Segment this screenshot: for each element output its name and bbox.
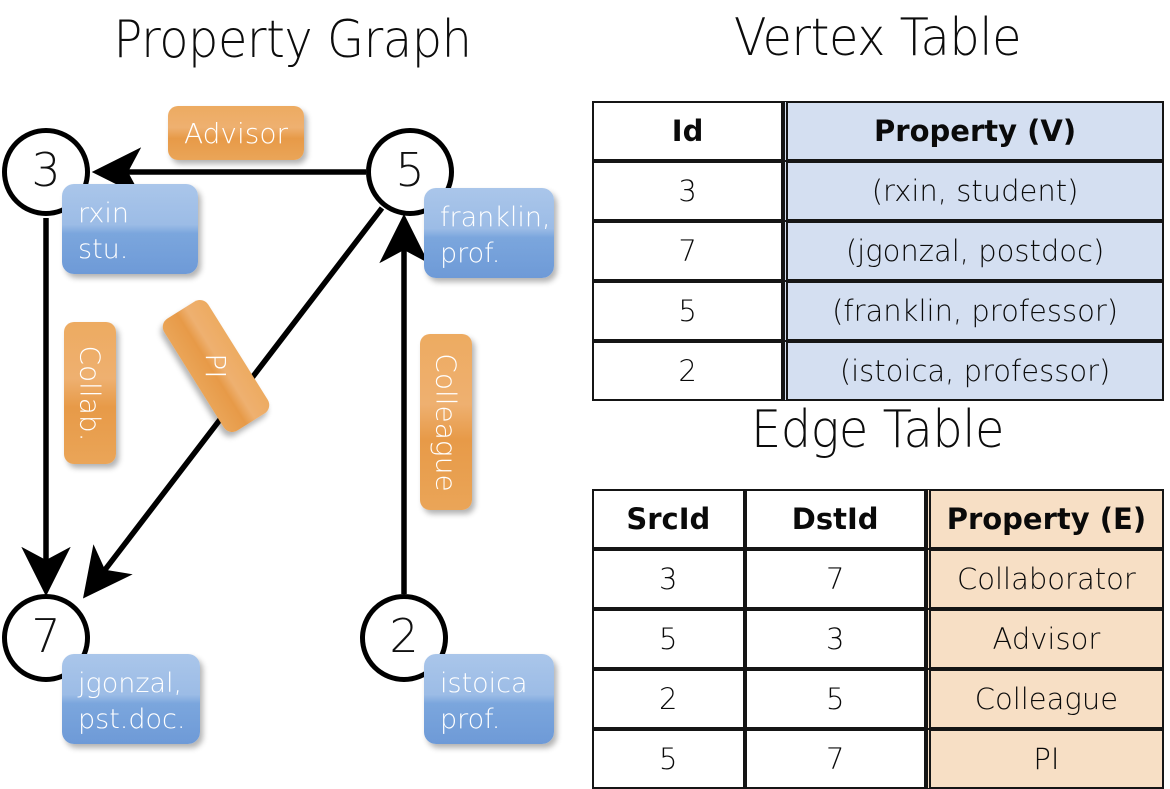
graph-node-7-label: 7 [31, 609, 61, 663]
edge-cell-srcid: 5 [592, 729, 745, 789]
edge-table-header-row: SrcId DstId Property (E) [592, 489, 1164, 549]
vertex-cell-property: (istoica, professor) [783, 341, 1164, 401]
table-row[interactable]: 3 (rxin, student) [592, 161, 1164, 221]
vertex-cell-property: (jgonzal, postdoc) [783, 221, 1164, 281]
edge-cell-srcid: 5 [592, 609, 745, 669]
graph-node-3-label: 3 [31, 143, 61, 197]
edge-cell-dstid: 7 [744, 729, 926, 789]
vertex-cell-id: 3 [592, 161, 784, 221]
table-row[interactable]: 5 3 Advisor [592, 609, 1164, 669]
edge-property-label-pi: PI [199, 353, 233, 379]
vertex-property-callout-jgonzal[interactable]: jgonzal, pst.doc. [62, 654, 200, 744]
vertex-property-callout-rxin[interactable]: rxin stu. [62, 184, 198, 274]
table-row[interactable]: 3 7 Collaborator [592, 549, 1164, 609]
table-row[interactable]: 5 (franklin, professor) [592, 281, 1164, 341]
vertex-property-callout-istoica[interactable]: istoica prof. [424, 654, 554, 744]
graph-node-5[interactable]: 5 [366, 128, 454, 216]
graph-node-5-label: 5 [395, 143, 425, 197]
edge-cell-dstid: 3 [744, 609, 926, 669]
edge-property-callout-colleague[interactable]: Colleague [420, 334, 472, 510]
edge-table: SrcId DstId Property (E) 3 7 Collaborato… [592, 489, 1164, 789]
vertex-cell-id: 7 [592, 221, 784, 281]
edge-cell-property: Collaborator [925, 549, 1164, 609]
edge-property-label-collab: Collab. [73, 344, 107, 442]
graph-node-2[interactable]: 2 [360, 594, 448, 682]
edge-property-label-colleague: Colleague [429, 352, 463, 492]
edge-cell-property: Advisor [925, 609, 1164, 669]
table-row[interactable]: 2 (istoica, professor) [592, 341, 1164, 401]
edge-property-callout-advisor[interactable]: Advisor [168, 106, 304, 160]
graph-node-2-label: 2 [389, 609, 419, 663]
edge-cell-srcid: 2 [592, 669, 745, 729]
edge-table-header-srcid: SrcId [592, 489, 745, 549]
table-row[interactable]: 7 (jgonzal, postdoc) [592, 221, 1164, 281]
vertex-table-header-id: Id [592, 101, 784, 161]
edge-table-header-property: Property (E) [925, 489, 1164, 549]
vertex-table-header-property: Property (V) [783, 101, 1164, 161]
edge-cell-property: PI [925, 729, 1164, 789]
edge-cell-srcid: 3 [592, 549, 745, 609]
vertex-property-callout-franklin[interactable]: franklin, prof. [424, 188, 554, 278]
vertex-cell-property: (rxin, student) [783, 161, 1164, 221]
vertex-cell-id: 2 [592, 341, 784, 401]
edge-property-label-advisor: Advisor [183, 116, 288, 150]
edge-property-callout-collab[interactable]: Collab. [64, 322, 116, 464]
table-row[interactable]: 5 7 PI [592, 729, 1164, 789]
edge-cell-property: Colleague [925, 669, 1164, 729]
edge-table-header-dstid: DstId [744, 489, 926, 549]
vertex-table-header-row: Id Property (V) [592, 101, 1164, 161]
table-row[interactable]: 2 5 Colleague [592, 669, 1164, 729]
page-title-property-graph: Property Graph [113, 10, 472, 70]
property-graph-diagram: 3 5 7 2 rxin stu. franklin, prof. jgonza… [0, 0, 585, 760]
vertex-table: Id Property (V) 3 (rxin, student) 7 (jgo… [592, 101, 1164, 401]
vertex-cell-id: 5 [592, 281, 784, 341]
page-title-vertex-table: Vertex Table [733, 8, 1022, 68]
edge-cell-dstid: 5 [744, 669, 926, 729]
page-title-edge-table: Edge Table [750, 400, 1005, 460]
edge-cell-dstid: 7 [744, 549, 926, 609]
vertex-cell-property: (franklin, professor) [783, 281, 1164, 341]
